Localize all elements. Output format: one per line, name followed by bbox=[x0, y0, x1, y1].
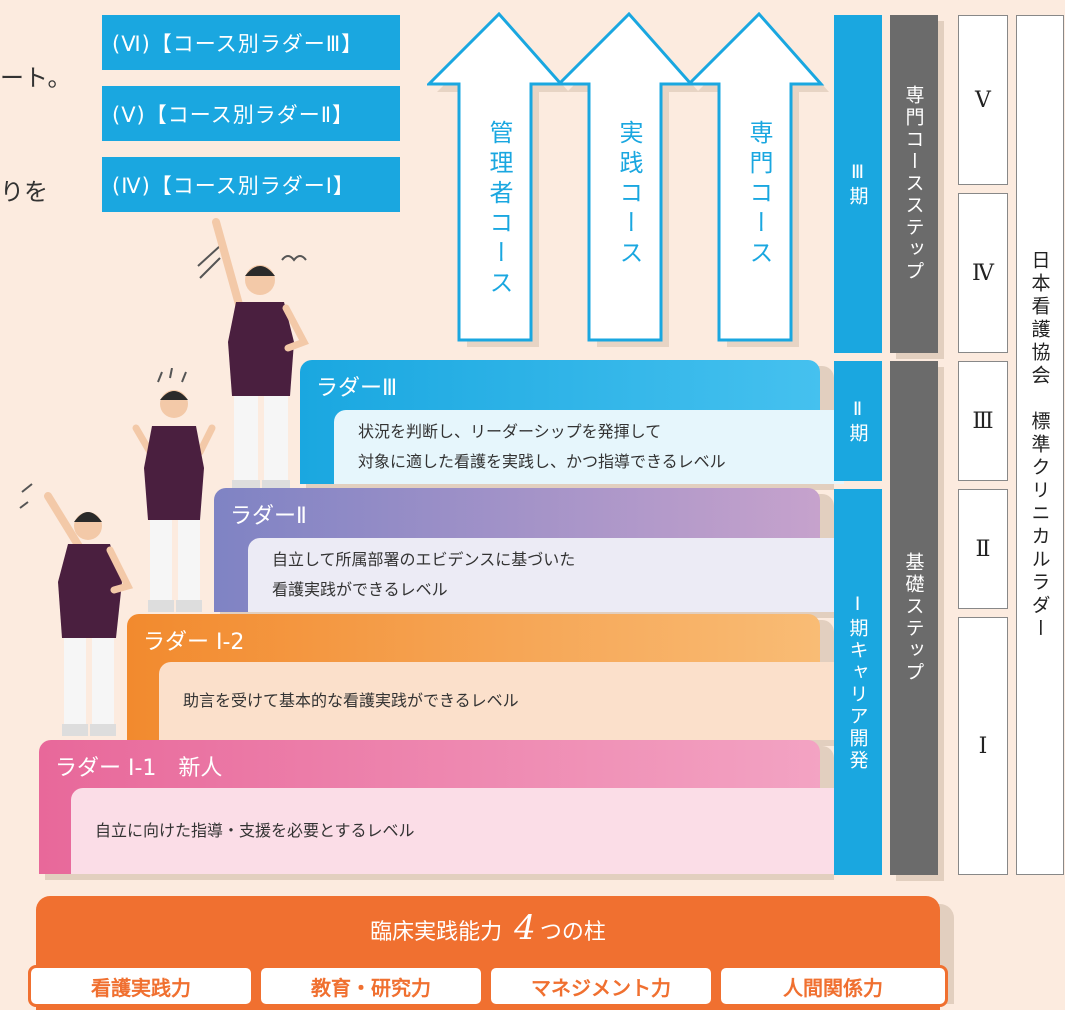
ladder-i1-title: ラダー Ⅰ-1 新人 bbox=[55, 756, 223, 781]
pillars-title-prefix: 臨床実践能力 bbox=[370, 920, 503, 945]
ladder-i1-step: ラダー Ⅰ-1 新人 自立に向けた指導・支援を必要とするレベル bbox=[39, 740, 844, 874]
jna-level-4: Ⅳ bbox=[958, 193, 1008, 353]
pillars-title: 臨床実践能力 4 つの柱 bbox=[36, 908, 940, 948]
ladder-i2-title: ラダー Ⅰ-2 bbox=[143, 630, 245, 655]
jna-clinical-ladder-column: 日本看護協会 標準クリニカルラダー bbox=[1016, 15, 1064, 875]
period-3-bar: Ⅲ期 bbox=[834, 15, 882, 353]
manager-course-label: 管理者コース bbox=[485, 120, 513, 300]
pillar-human-relations-label: 人間関係力 bbox=[783, 975, 883, 1000]
jna-level-3: Ⅲ bbox=[958, 361, 1008, 481]
jna-level-2: Ⅱ bbox=[958, 489, 1008, 609]
ladder-i2-step: ラダー Ⅰ-2 助言を受けて基本的な看護実践ができるレベル bbox=[127, 614, 844, 740]
ladder-2-title: ラダーⅡ bbox=[230, 504, 307, 529]
jna-level-4-label: Ⅳ bbox=[972, 260, 994, 286]
specialty-step-bar: 専門コースステップ bbox=[890, 15, 938, 353]
ladder-3-title: ラダーⅢ bbox=[316, 376, 398, 401]
ladder-2-desc-line-2: 看護実践ができるレベル bbox=[272, 580, 448, 599]
ladder-i1-desc: 自立に向けた指導・支援を必要とするレベル bbox=[95, 821, 415, 840]
ladder-i2-desc: 助言を受けて基本的な看護実践ができるレベル bbox=[183, 691, 519, 710]
jna-level-1-label: Ⅰ bbox=[978, 733, 988, 759]
jna-level-1: Ⅰ bbox=[958, 617, 1008, 875]
nurse-figure-1 bbox=[19, 483, 134, 736]
specialty-course-arrow: 専門コース bbox=[687, 12, 832, 347]
pillar-education-research-label: 教育・研究力 bbox=[311, 975, 431, 1000]
pillar-human-relations: 人間関係力 bbox=[718, 965, 948, 1007]
jna-level-3-label: Ⅲ bbox=[972, 408, 994, 434]
period-3-label: Ⅲ期 bbox=[846, 160, 869, 208]
jna-level-5-label: Ⅴ bbox=[975, 87, 991, 113]
ladder-3-step: ラダーⅢ 状況を判断し、リーダーシップを発揮して 対象に適した看護を実践し、かつ… bbox=[300, 360, 844, 484]
pillars-title-number: 4 bbox=[514, 908, 536, 948]
period-2-label: Ⅱ期 bbox=[846, 397, 869, 445]
specialty-step-label: 専門コースステップ bbox=[902, 85, 925, 283]
jna-level-2-label: Ⅱ bbox=[975, 536, 991, 562]
basic-step-bar: 基礎ステップ bbox=[890, 361, 938, 875]
practice-course-arrow: 実践コース bbox=[557, 12, 702, 347]
jna-clinical-ladder-label: 日本看護協会 標準クリニカルラダー bbox=[1028, 249, 1051, 641]
pillar-nursing-practice-label: 看護実践力 bbox=[91, 975, 191, 1000]
specialty-course-label: 専門コース bbox=[745, 120, 773, 270]
nurse-figure-3 bbox=[197, 218, 309, 492]
manager-course-arrow: 管理者コース bbox=[427, 12, 572, 347]
pillar-management: マネジメント力 bbox=[488, 965, 714, 1007]
course-ladder-1-label: (Ⅳ)【コース別ラダーⅠ】 bbox=[102, 157, 400, 212]
pillar-nursing-practice: 看護実践力 bbox=[28, 965, 254, 1007]
jna-level-5: Ⅴ bbox=[958, 15, 1008, 185]
ladder-2-step: ラダーⅡ 自立して所属部署のエビデンスに基づいた 看護実践ができるレベル bbox=[214, 488, 844, 612]
pillars-title-suffix: つの柱 bbox=[539, 920, 606, 945]
basic-step-label: 基礎ステップ bbox=[902, 552, 925, 684]
ladder-3-desc-line-1: 状況を判断し、リーダーシップを発揮して bbox=[358, 422, 662, 441]
practice-course-label: 実践コース bbox=[615, 120, 643, 270]
intro-text-line-2: りを bbox=[0, 178, 48, 206]
ladder-2-desc-line-1: 自立して所属部署のエビデンスに基づいた bbox=[272, 550, 576, 569]
period-1-bar: Ⅰ期キャリア開発 bbox=[834, 489, 882, 875]
nurse-figure-2 bbox=[132, 368, 216, 612]
course-ladder-2-label: (Ⅴ)【コース別ラダーⅡ】 bbox=[102, 86, 400, 141]
pillar-education-research: 教育・研究力 bbox=[258, 965, 484, 1007]
course-ladder-3-label: (Ⅵ)【コース別ラダーⅢ】 bbox=[102, 15, 400, 70]
pillar-management-label: マネジメント力 bbox=[531, 975, 671, 1000]
period-1-label: Ⅰ期キャリア開発 bbox=[846, 592, 869, 772]
intro-text-line-1: ート。 bbox=[0, 64, 72, 92]
ladder-3-desc-line-2: 対象に適した看護を実践し、かつ指導できるレベル bbox=[358, 452, 726, 471]
period-2-bar: Ⅱ期 bbox=[834, 361, 882, 481]
